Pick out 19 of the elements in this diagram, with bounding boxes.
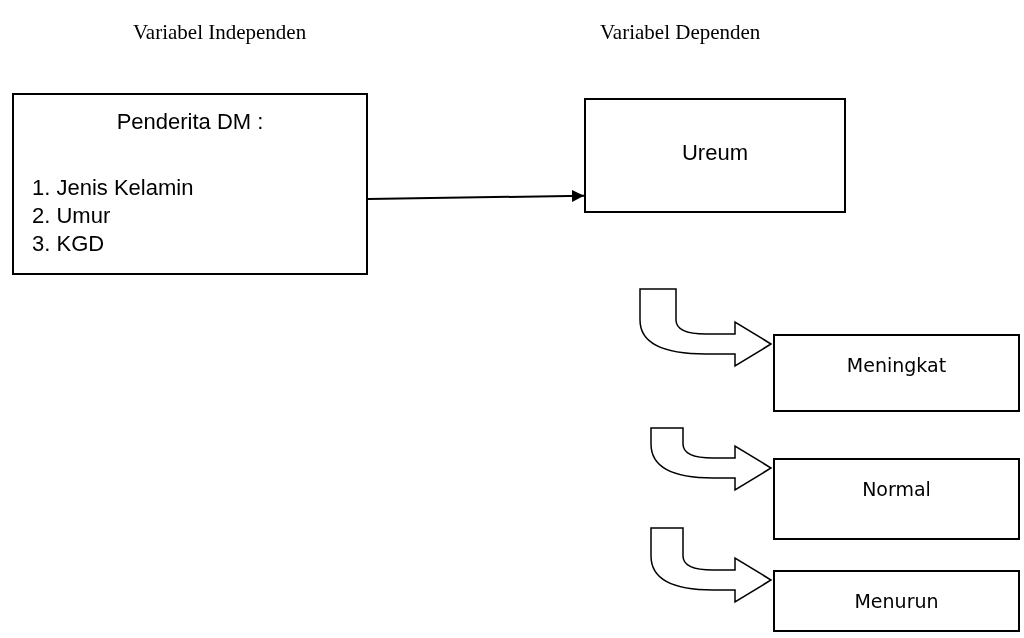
process-box — [773, 334, 1020, 412]
process-box — [773, 570, 1020, 632]
list-item: 1. Jenis Kelamin — [32, 175, 194, 201]
box-heading: Penderita DM : — [115, 109, 265, 135]
list-item: 3. KGD — [32, 231, 105, 257]
column-heading: Variabel Dependen — [600, 20, 761, 45]
curved-block-arrow — [650, 527, 772, 603]
curved-block-arrow — [650, 427, 772, 491]
curved-block-arrow — [639, 288, 772, 367]
box-label: Menurun — [853, 590, 940, 612]
process-box — [773, 458, 1020, 540]
process-box — [584, 98, 846, 213]
arrow — [367, 189, 585, 202]
column-heading: Variabel Independen — [133, 20, 307, 45]
box-label: Meningkat — [845, 354, 948, 376]
box-label: Normal — [861, 478, 932, 500]
box-label: Ureum — [681, 140, 749, 166]
process-box — [12, 93, 368, 275]
list-item: 2. Umur — [32, 203, 111, 229]
